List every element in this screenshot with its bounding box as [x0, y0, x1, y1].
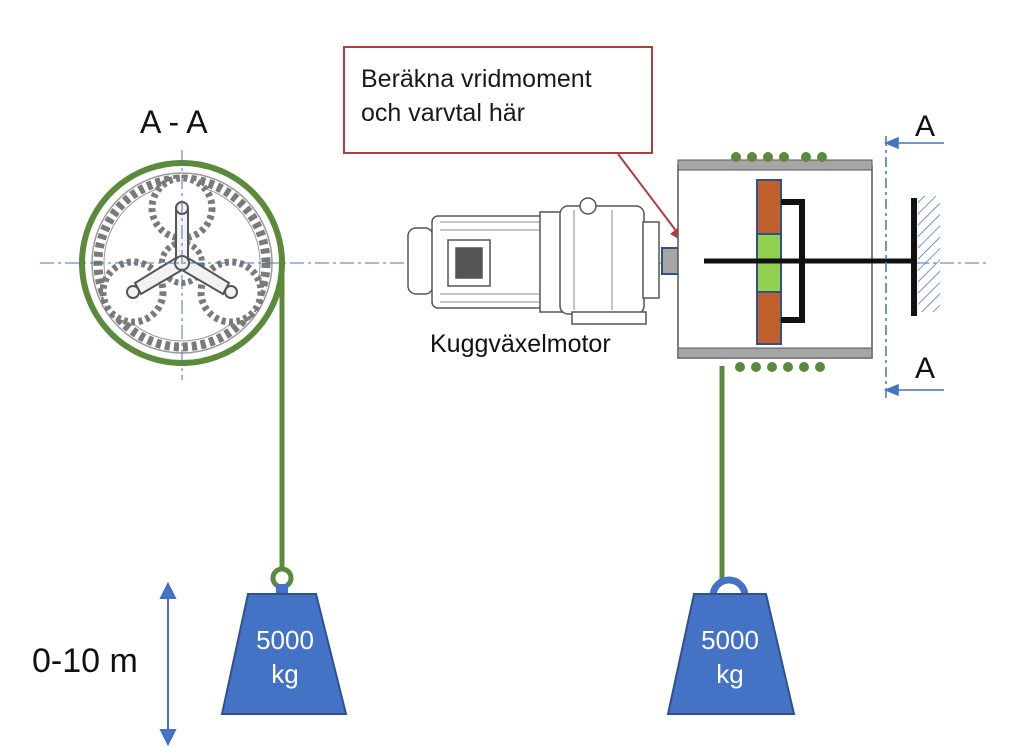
drum-top-wall: [677, 159, 873, 171]
brake-pad-bottom: [756, 291, 782, 345]
section-marker-top: A: [915, 110, 936, 143]
gearbox-flange: [539, 211, 563, 313]
section-title: A - A: [140, 104, 208, 140]
drum-bottom-wall: [677, 347, 873, 359]
weight-handle-right: [709, 576, 749, 597]
gear-motor: [407, 197, 660, 325]
callout-box: Beräkna vridmoment och varvtal här: [343, 46, 653, 154]
weight-right-unit: kg: [716, 659, 744, 689]
gearbox-body: [559, 205, 645, 315]
weight-right: [666, 593, 796, 715]
drum-housing: [677, 159, 914, 359]
weight-left-label: 5000 kg: [240, 623, 330, 691]
weight-right-label: 5000 kg: [685, 623, 775, 691]
brake-pad-top: [756, 179, 782, 235]
motor-label: Kuggväxelmotor: [430, 330, 611, 358]
callout-pointer: [617, 153, 681, 237]
range-arrow: [159, 581, 177, 747]
lifting-eye: [579, 197, 597, 215]
wall-hatch: [918, 196, 940, 312]
callout-line-1: Beräkna vridmoment: [361, 65, 592, 93]
weight-left-unit: kg: [271, 659, 299, 689]
gearbox-ribs: [573, 210, 613, 310]
weight-left: [220, 593, 348, 715]
gearbox-foot: [571, 311, 647, 325]
rope-windings-top: [731, 152, 827, 162]
weight-left-mass: 5000: [256, 625, 314, 655]
section-cut-line: [884, 136, 944, 400]
rope-windings-bottom: [735, 362, 825, 372]
gearbox-output-flange: [642, 221, 660, 299]
callout-line-2: och varvtal här: [361, 99, 525, 127]
travel-range-label: 0-10 m: [32, 642, 138, 680]
weight-right-mass: 5000: [701, 625, 759, 655]
motor-fan-cover: [407, 227, 434, 295]
terminal-box-inner: [455, 247, 483, 279]
motor-fins: [440, 221, 540, 303]
section-marker-bottom: A: [915, 352, 936, 385]
